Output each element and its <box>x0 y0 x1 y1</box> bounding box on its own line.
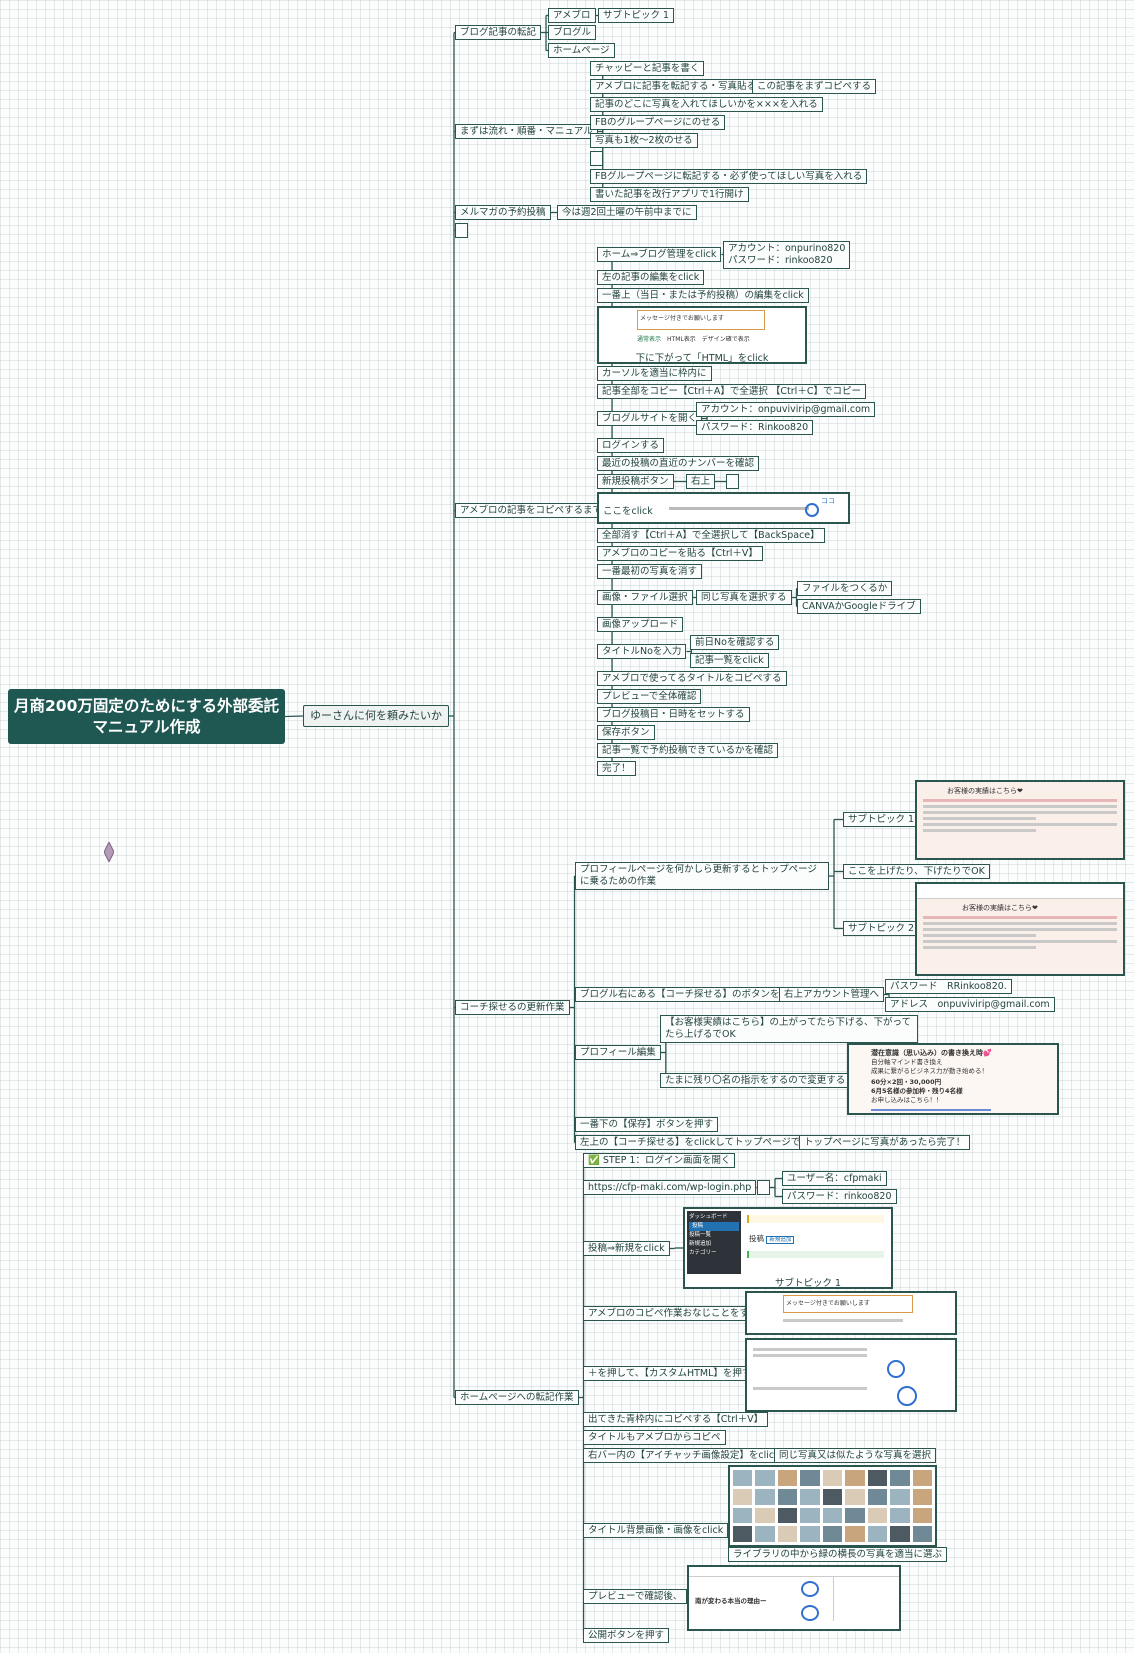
subtopic[interactable]: FBのグループページにのせる <box>590 115 726 130</box>
subtopic[interactable]: トップページに写真があったら完了！ <box>799 1135 971 1150</box>
subtopic[interactable]: 新規投稿ボタン <box>597 474 674 489</box>
subtopic[interactable]: 記事一覧で予約投稿できているかを確認 <box>597 743 779 758</box>
subtopic[interactable]: プレビューで全体確認 <box>597 689 702 704</box>
topic-mailmag[interactable]: メルマガの予約投稿 <box>455 205 551 220</box>
diamond-marker-icon <box>104 842 114 862</box>
screenshot-wp-dashboard: ダッシュボード 投稿 投稿一覧新規追加カテゴリー 投稿 新規追加 サブトピック … <box>683 1207 893 1289</box>
subtopic[interactable]: ここを上げたり、下げたりでOK <box>843 864 990 879</box>
subtopic[interactable]: アメブロに記事を転記する・写真貼る <box>590 79 762 94</box>
screenshot-custom-html <box>745 1338 957 1412</box>
screenshot-profile-offer: 潜在意識（思い込み）の書き換え時💕 自分軸マインド書き換え成果に繋がるビジネス力… <box>847 1043 1059 1115</box>
subtopic-empty[interactable] <box>726 474 739 489</box>
subtopic[interactable]: ブログル <box>548 25 597 40</box>
subtopic[interactable]: 同じ写真を選択する <box>696 590 792 605</box>
subtopic[interactable]: チャッピーと記事を書く <box>590 61 705 76</box>
subtopic[interactable]: ＋を押して、【カスタムHTML】を押す <box>583 1366 757 1381</box>
subtopic[interactable]: 書いた記事を改行アプリで1行開け <box>590 187 749 202</box>
subtopic[interactable]: ユーザー名：cfpmaki <box>782 1171 887 1186</box>
subtopic-login-url[interactable]: https://cfp-maki.com/wp-login.php <box>583 1180 757 1195</box>
subtopic[interactable]: タイトルもアメブロからコピペ <box>583 1430 726 1445</box>
connector <box>284 715 304 718</box>
subtopic[interactable]: 左の記事の編集をclick <box>597 270 705 285</box>
subtopic[interactable]: ブログ投稿日・日時をセットする <box>597 707 750 722</box>
subtopic[interactable]: 公開ボタンを押す <box>583 1628 670 1643</box>
screenshot-image-library <box>728 1465 937 1547</box>
subtopic[interactable]: ブログルサイトを開く <box>597 411 703 426</box>
subtopic[interactable]: アメブロ <box>548 8 596 23</box>
central-topic[interactable]: 月商200万固定のためにする外部委託マニュアル作成 <box>8 689 285 744</box>
subtopic[interactable]: 全部消す【Ctrl＋A】で全選択して【BackSpace】 <box>597 528 825 543</box>
topic-homepage-transfer[interactable]: ホームページへの転記作業 <box>455 1390 579 1405</box>
subtopic[interactable]: 画像アップロード <box>597 617 684 632</box>
subtopic[interactable]: 【お客様実績はこちら】の上がってたら下げる、下がってたら上げるでOK <box>660 1015 918 1043</box>
subtopic[interactable]: サブトピック 1 <box>843 812 920 827</box>
subtopic[interactable]: 画像・ファイル選択 <box>597 590 693 605</box>
subtopic[interactable]: パスワード：Rinkoo820 <box>696 420 814 435</box>
subtopic[interactable]: ファイルをつくるか <box>797 581 893 596</box>
topic-coach-update[interactable]: コーチ探せるの更新作業 <box>455 1000 570 1015</box>
subtopic[interactable]: 一番下の【保存】ボタンを押す <box>575 1117 719 1132</box>
subtopic[interactable]: アメブロで使ってるタイトルをコピペする <box>597 671 787 686</box>
screenshot-achievements-2: お客様の実績はこちら❤ <box>915 882 1125 976</box>
subtopic[interactable]: アメブロのコピーを貼る【Ctrl＋V】 <box>597 546 763 561</box>
topic-blog-transfer[interactable]: ブログ記事の転記 <box>455 25 542 40</box>
subtopic[interactable]: この記事をまずコピペする <box>752 79 877 94</box>
subtopic[interactable]: ✅ STEP 1：ログイン画面を開く <box>583 1153 736 1168</box>
subtopic[interactable]: プレビューで確認後、 <box>583 1589 688 1604</box>
subtopic[interactable]: 最近の投稿の直近のナンバーを確認 <box>597 456 760 471</box>
subtopic[interactable]: 記事一覧をclick <box>690 653 769 668</box>
subtopic[interactable]: 前日Noを確認する <box>690 635 780 650</box>
subtopic[interactable]: 右上 <box>686 474 716 489</box>
subtopic-empty[interactable] <box>757 1180 770 1195</box>
subtopic[interactable]: 記事のどこに写真を入れてほしいかを×××を入れる <box>590 97 823 112</box>
topic-empty[interactable] <box>455 223 468 238</box>
subtopic[interactable]: ホームページ <box>548 43 615 58</box>
subtopic[interactable]: ブログル右にある【コーチ探せる】のボタンをclick <box>575 987 806 1002</box>
subtopic[interactable]: アカウント：onpuvivirip@gmail.com <box>696 402 876 417</box>
subtopic[interactable]: 投稿⇒新規をclick <box>583 1241 670 1256</box>
subtopic[interactable]: ログインする <box>597 438 665 453</box>
screenshot-html-button: メッセージ付きでお願いします 通常表示 HTML表示 デザイン確で表示 下に下が… <box>597 306 807 364</box>
subtopic[interactable]: サブトピック 2 <box>843 921 920 936</box>
subtopic[interactable]: プロフィール編集 <box>575 1045 661 1060</box>
subtopic[interactable]: たまに残り〇名の指示をするので変更する <box>660 1073 851 1088</box>
subtopic[interactable]: FBグループページに転記する・必ず使ってほしい写真を入れる <box>590 169 868 184</box>
subtopic[interactable]: 出てきた青枠内にコピペする【Ctrl＋V】 <box>583 1412 769 1427</box>
subtopic[interactable]: ホーム⇒ブログ管理をclick <box>597 247 722 262</box>
subtopic[interactable]: 保存ボタン <box>597 725 655 740</box>
subtopic[interactable]: 同じ写真又は似たような写真を選択 <box>774 1448 937 1463</box>
subtopic[interactable]: パスワード：rinkoo820 <box>782 1189 897 1204</box>
subtopic[interactable]: 写真も1枚〜2枚のせる <box>590 133 698 148</box>
subtopic[interactable]: 左上の【コーチ探せる】をclickしてトップページで確認 <box>575 1135 825 1150</box>
screenshot-achievements-1: お客様の実績はこちら❤ <box>915 780 1125 860</box>
main-topic-request[interactable]: ゆーさんに何を頼みたいか <box>303 705 449 727</box>
screenshot-preview: 南が変わる本当の理由ー <box>687 1565 901 1631</box>
subtopic[interactable]: アメブロのコピペ作業おなじことをする <box>583 1306 764 1321</box>
subtopic[interactable]: ライブラリの中から緑の横長の写真を適当に選ぶ <box>728 1547 948 1562</box>
subtopic[interactable]: 完了！ <box>597 761 636 776</box>
subtopic[interactable]: パスワード RRinkoo820. <box>885 979 1012 994</box>
topic-flow-manual[interactable]: まずは流れ・順番・マニュアル <box>455 124 598 139</box>
topic-ameblo-copy[interactable]: アメブロの記事をコピペするまで <box>455 503 608 518</box>
subtopic[interactable]: 右バー内の【アイチャッチ画像設定】をclick <box>583 1448 785 1463</box>
subtopic[interactable]: タイトルNoを入力 <box>597 644 687 659</box>
subtopic[interactable]: タイトル背景画像・画像をclick <box>583 1523 729 1538</box>
screenshot-editor-toolbar: ここをclick ココ <box>597 492 850 524</box>
subtopic[interactable]: 一番上（当日・または予約投稿）の編集をclick <box>597 288 809 303</box>
subtopic[interactable]: CANVAかGoogleドライブ <box>797 599 921 614</box>
subtopic-empty[interactable] <box>590 151 603 166</box>
subtopic[interactable]: 右上アカウント管理へ <box>779 987 885 1002</box>
subtopic[interactable]: アドレス onpuvivirip@gmail.com <box>885 997 1055 1012</box>
screenshot-html-mode: メッセージ付きでお願いします <box>745 1291 957 1335</box>
subtopic[interactable]: カーソルを適当に枠内に <box>597 366 712 381</box>
subtopic[interactable]: プロフィールページを何かしら更新するとトップページに乗るための作業 <box>575 862 829 890</box>
subtopic[interactable]: サブトピック 1 <box>598 8 675 23</box>
subtopic[interactable]: 今は週2回土曜の午前中までに <box>557 205 697 220</box>
subtopic[interactable]: 一番最初の写真を消す <box>597 564 703 579</box>
subtopic[interactable]: 記事全部をコピー【Ctrl＋A】で全選択 【Ctrl＋C】でコピー <box>597 384 866 399</box>
